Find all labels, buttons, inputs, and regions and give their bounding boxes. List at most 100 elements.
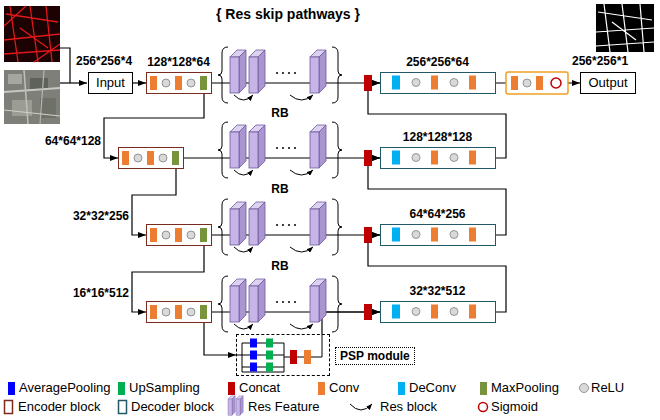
aerial-road [4,110,60,116]
dimension-label: 16*16*512 [73,286,129,300]
aerial-road [4,88,60,92]
connector [132,246,204,312]
output-box: Output [580,72,636,94]
encoder-block: 128*128*64 [146,72,212,94]
decoder-icons [392,228,476,242]
avgpool-icon [250,339,257,348]
legend-swatch [398,382,405,395]
legend-label: Conv [329,380,359,395]
feed-line [60,82,87,83]
decoder-icons [392,305,476,319]
legend-res-feature-sample [228,396,235,415]
psp-module: PSP module [236,334,330,376]
conv-icon [304,350,311,364]
legend-item: Conv [329,380,359,396]
dimension-label: 256*256*64 [406,55,469,69]
conv-icon [536,76,543,90]
res-skip-row [218,276,372,332]
dimension-label: 64*64*128 [45,134,101,148]
legend-relu-sample [580,384,589,393]
encoder-block: 16*16*512 [146,301,212,323]
legend-item: UpSampling [129,380,200,396]
connector [132,169,176,235]
dimension-label: 128*128*128 [403,130,472,144]
concat-icon [290,350,297,364]
legend-decoder-sample [119,401,127,414]
conv-icon [511,76,518,90]
feed-line [60,48,70,83]
encoder-block: 32*32*256 [146,224,212,246]
encoder-block: 64*64*128 [118,147,184,169]
connector [104,94,204,158]
encoder-icons [122,151,179,165]
upsampling-icon [266,351,273,360]
decoder-block: 128*128*128 [380,147,496,169]
legend-item: MaxPooling [491,380,559,396]
decoder-block: 32*32*512 [380,301,496,323]
res-block-label: RB [271,182,288,196]
legend-item: ReLU [591,380,624,396]
legend-label: MaxPooling [491,380,559,395]
avgpool-icon [250,363,257,372]
res-block-label: RB [271,106,288,120]
connector [204,323,236,355]
module-label: PSP module [335,347,415,365]
input-image-map [4,6,60,62]
decoder-block: 64*64*256 [380,224,496,246]
legend-swatch [118,382,125,395]
legend-res-block-sample [350,404,372,410]
legend-item: AveragePooling [19,380,111,396]
res-skip-row [218,199,372,255]
output-block [506,72,568,94]
relu-icon [523,79,531,87]
connector [184,157,380,158]
input-box: Input [88,72,133,94]
legend-item: DeConv [409,380,456,396]
upsampling-icon [266,339,273,348]
aerial-patch [8,74,22,84]
aerial-road [24,70,28,124]
psp-wiring [236,334,322,372]
legend-item: Decoder block [131,399,214,415]
sigmoid-icon [551,78,561,88]
res-feature [236,396,243,415]
decoder-icons [392,151,476,165]
dimension-label: 256*256*4 [76,54,132,68]
dimension-label: 256*256*1 [572,54,628,68]
res-skip-row [218,122,372,178]
legend-label: DeConv [409,380,456,395]
legend-encoder-sample [5,401,13,414]
decoder-block: 256*256*64 [380,72,496,94]
legend-swatch [318,382,325,395]
dimension-label: 128*128*64 [147,55,210,69]
legend-item: Sigmoid [491,399,538,415]
map-roads [4,6,60,62]
legend-label: Res Feature [248,399,320,414]
group-title: { Res skip pathways } [216,6,360,23]
dimension-label: 32*32*256 [73,209,129,223]
res-block-label: RB [271,259,288,273]
legend-label: AveragePooling [19,380,111,395]
node-label: Input [96,75,125,91]
upsampling-icon [266,363,273,372]
legend-label: ReLU [591,380,624,395]
connector [133,82,146,83]
aerial-patch [12,100,32,116]
res-skip-row [218,47,372,103]
res-feature [228,396,235,415]
legend-swatch [480,382,487,395]
legend-item: Res block [380,399,437,415]
output-roads [596,4,654,52]
encoder-icons [150,76,207,90]
legend-label: Encoder block [18,399,100,414]
legend-label: Sigmoid [491,399,538,414]
decoder-icons [392,76,476,90]
legend-res-feature-sample [236,396,243,415]
legend-item: Res Feature [248,399,320,415]
encoder-icons [150,228,207,242]
legend-swatch [8,382,15,395]
aerial-road [40,70,44,124]
node-label: Output [588,75,627,91]
output-image [596,4,654,52]
